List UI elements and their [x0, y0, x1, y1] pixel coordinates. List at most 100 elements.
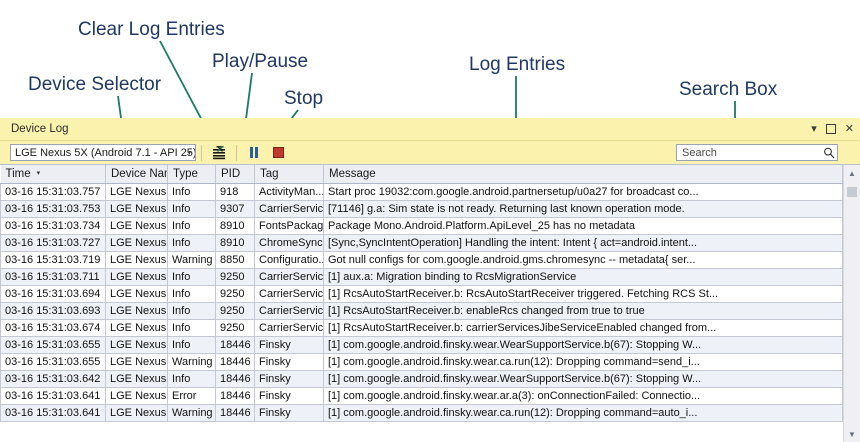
cell-tag: Finsky	[254, 353, 324, 371]
scroll-up-arrow-icon[interactable]: ▲	[848, 168, 856, 178]
cell-pid: 18446	[215, 404, 255, 422]
column-header-time[interactable]: Time▾	[0, 165, 106, 184]
cell-type: Warning	[167, 251, 216, 269]
column-header-message[interactable]: Message	[323, 165, 843, 184]
cell-type: Info	[167, 234, 216, 252]
toolbar-divider	[236, 144, 237, 161]
cell-device: LGE Nexus 5X	[105, 251, 168, 269]
cell-time: 03-16 15:31:03.641	[0, 387, 106, 405]
cell-type: Info	[167, 302, 216, 320]
cell-tag: CarrierServices	[254, 302, 324, 320]
cell-device: LGE Nexus 5X	[105, 370, 168, 388]
cell-message: [1] aux.a: Migration binding to RcsMigra…	[323, 268, 843, 286]
device-log-window: Device Log ▾ ✕ LGE Nexus 5X (Android 7.1…	[0, 118, 860, 442]
cell-type: Error	[167, 387, 216, 405]
cell-tag: Finsky	[254, 387, 324, 405]
cell-device: LGE Nexus 5X	[105, 183, 168, 201]
cell-tag: Finsky	[254, 336, 324, 354]
column-header-type[interactable]: Type	[167, 165, 216, 184]
cell-message: [71146] g.a: Sim state is not ready. Ret…	[323, 200, 843, 218]
cell-device: LGE Nexus 5X	[105, 268, 168, 286]
window-menu-chevron-down-icon[interactable]: ▾	[811, 122, 817, 135]
column-header-device-name[interactable]: Device Name	[105, 165, 168, 184]
log-entries-table: Time▾ Device Name Type PID Tag Message 0…	[0, 165, 843, 422]
window-titlebar: Device Log ▾ ✕	[0, 118, 860, 141]
column-header-tag[interactable]: Tag	[254, 165, 324, 184]
cell-time: 03-16 15:31:03.711	[0, 268, 106, 286]
search-box[interactable]	[676, 144, 838, 161]
cell-pid: 18446	[215, 353, 255, 371]
cell-message: [1] RcsAutoStartReceiver.b: carrierServi…	[323, 319, 843, 337]
cell-time: 03-16 15:31:03.655	[0, 353, 106, 371]
cell-device: LGE Nexus 5X	[105, 302, 168, 320]
cell-tag: ActivityMan...	[254, 183, 324, 201]
vertical-scrollbar[interactable]: ▲ ▼	[843, 165, 860, 442]
maximize-icon[interactable]	[825, 124, 836, 134]
log-entries-grid: Time▾ Device Name Type PID Tag Message 0…	[0, 165, 860, 442]
cell-tag: ChromeSync	[254, 234, 324, 252]
cell-time: 03-16 15:31:03.734	[0, 217, 106, 235]
cell-pid: 9250	[215, 319, 255, 337]
cell-pid: 918	[215, 183, 255, 201]
cell-type: Info	[167, 183, 216, 201]
cell-tag: Finsky	[254, 370, 324, 388]
cell-type: Info	[167, 268, 216, 286]
annotation-label-stop: Stop	[284, 88, 324, 109]
search-input[interactable]	[677, 144, 821, 161]
window-controls: ▾ ✕	[811, 118, 854, 140]
cell-type: Info	[167, 217, 216, 235]
log-entries-table-wrapper: Time▾ Device Name Type PID Tag Message 0…	[0, 165, 843, 442]
cell-pid: 9250	[215, 285, 255, 303]
clear-log-icon	[212, 145, 226, 160]
cell-pid: 18446	[215, 387, 255, 405]
cell-device: LGE Nexus 5X	[105, 217, 168, 235]
search-icon[interactable]	[821, 147, 837, 159]
device-selector-dropdown[interactable]: LGE Nexus 5X (Android 7.1 - API 25) ▾	[10, 144, 196, 161]
stop-button[interactable]	[268, 143, 288, 162]
device-selector-value: LGE Nexus 5X (Android 7.1 - API 25)	[15, 146, 195, 159]
clear-log-entries-button[interactable]	[209, 143, 229, 162]
toolbar-divider	[201, 144, 202, 161]
annotation-label-log-entries: Log Entries	[469, 54, 566, 75]
pause-icon	[250, 147, 258, 158]
cell-device: LGE Nexus 5X	[105, 200, 168, 218]
annotation-label-play-pause: Play/Pause	[212, 51, 309, 72]
cell-pid: 18446	[215, 370, 255, 388]
cell-device: LGE Nexus 5X	[105, 285, 168, 303]
column-header-pid[interactable]: PID	[215, 165, 255, 184]
stop-icon	[272, 147, 284, 158]
cell-tag: CarrierServices	[254, 285, 324, 303]
cell-device: LGE Nexus 5X	[105, 387, 168, 405]
cell-time: 03-16 15:31:03.655	[0, 336, 106, 354]
cell-device: LGE Nexus 5X	[105, 319, 168, 337]
scroll-down-arrow-icon[interactable]: ▼	[848, 429, 856, 439]
column-header-time-label: Time	[5, 167, 31, 180]
play-pause-button[interactable]	[244, 143, 264, 162]
annotation-label-device-selector: Device Selector	[28, 74, 162, 95]
cell-tag: Configuratio...	[254, 251, 324, 269]
clear-log-icon-svg	[213, 145, 225, 160]
cell-type: Info	[167, 370, 216, 388]
close-icon[interactable]: ✕	[844, 122, 854, 135]
chevron-down-icon: ▾	[187, 149, 191, 157]
cell-message: [1] com.google.android.finsky.wear.WearS…	[323, 336, 843, 354]
cell-message: Got null configs for com.google.android.…	[323, 251, 843, 269]
cell-type: Info	[167, 200, 216, 218]
scrollbar-thumb[interactable]	[847, 187, 857, 197]
